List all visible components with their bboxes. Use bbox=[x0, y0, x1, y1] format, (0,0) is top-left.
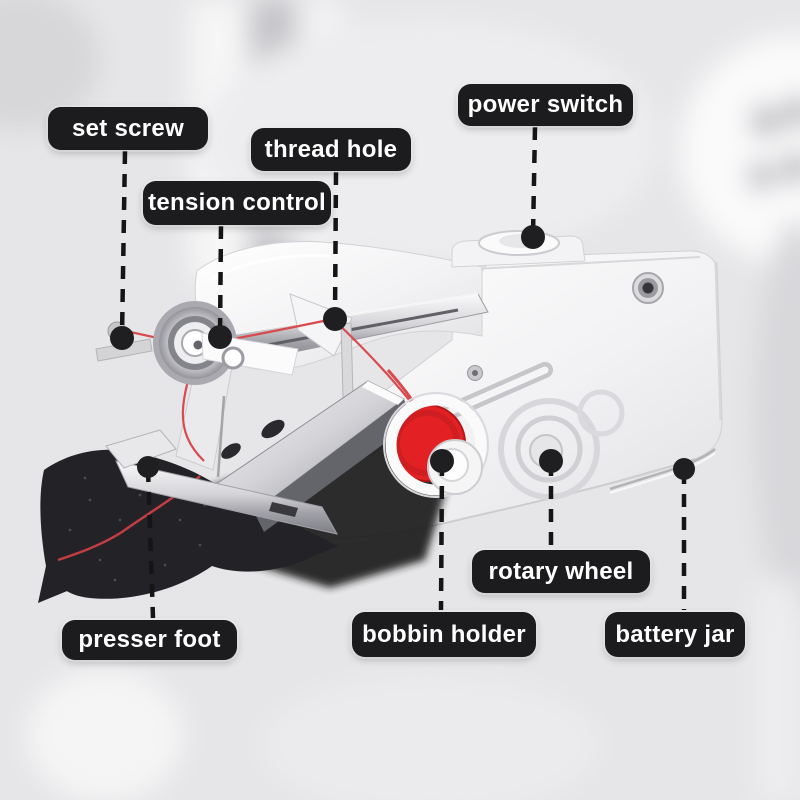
callout-label-bobbin-holder: bobbin holder bbox=[352, 612, 536, 657]
callout-label-tension-control: tension control bbox=[143, 181, 331, 225]
callout-leaders bbox=[119, 126, 687, 619]
dot-tension-control bbox=[208, 325, 232, 349]
dot-battery-jar bbox=[673, 458, 695, 480]
small-screw bbox=[467, 365, 483, 381]
leader-power-switch bbox=[530, 126, 538, 236]
callout-label-presser-foot: presser foot bbox=[62, 620, 237, 660]
needle bbox=[216, 395, 226, 478]
leader-presser-foot bbox=[145, 468, 156, 619]
callout-dots bbox=[110, 225, 695, 480]
presser-plate bbox=[204, 380, 412, 532]
leader-bobbin-holder bbox=[438, 462, 445, 611]
leader-set-screw bbox=[119, 150, 128, 337]
body-screw bbox=[632, 272, 664, 304]
dot-rotary-wheel bbox=[539, 449, 563, 473]
chrome-arm bbox=[233, 293, 489, 363]
leader-tension-control bbox=[217, 225, 224, 336]
callout-label-set-screw: set screw bbox=[48, 107, 208, 150]
callout-label-battery-jar: battery jar bbox=[605, 612, 745, 657]
dot-thread-hole bbox=[323, 307, 347, 331]
dot-set-screw bbox=[110, 326, 134, 350]
presser-foot-metal bbox=[105, 429, 338, 535]
callout-label-rotary-wheel: rotary wheel bbox=[472, 550, 650, 593]
blurred-button-background bbox=[680, 35, 800, 265]
leader-thread-hole bbox=[332, 171, 339, 318]
dot-power-switch bbox=[521, 225, 545, 249]
callout-label-thread-hole: thread hole bbox=[251, 128, 411, 171]
thread-hole-opening bbox=[221, 346, 245, 370]
callout-label-power-switch: power switch bbox=[458, 84, 633, 126]
dot-presser-foot bbox=[137, 456, 159, 478]
dot-bobbin-holder bbox=[430, 449, 454, 473]
machine bbox=[38, 230, 723, 603]
